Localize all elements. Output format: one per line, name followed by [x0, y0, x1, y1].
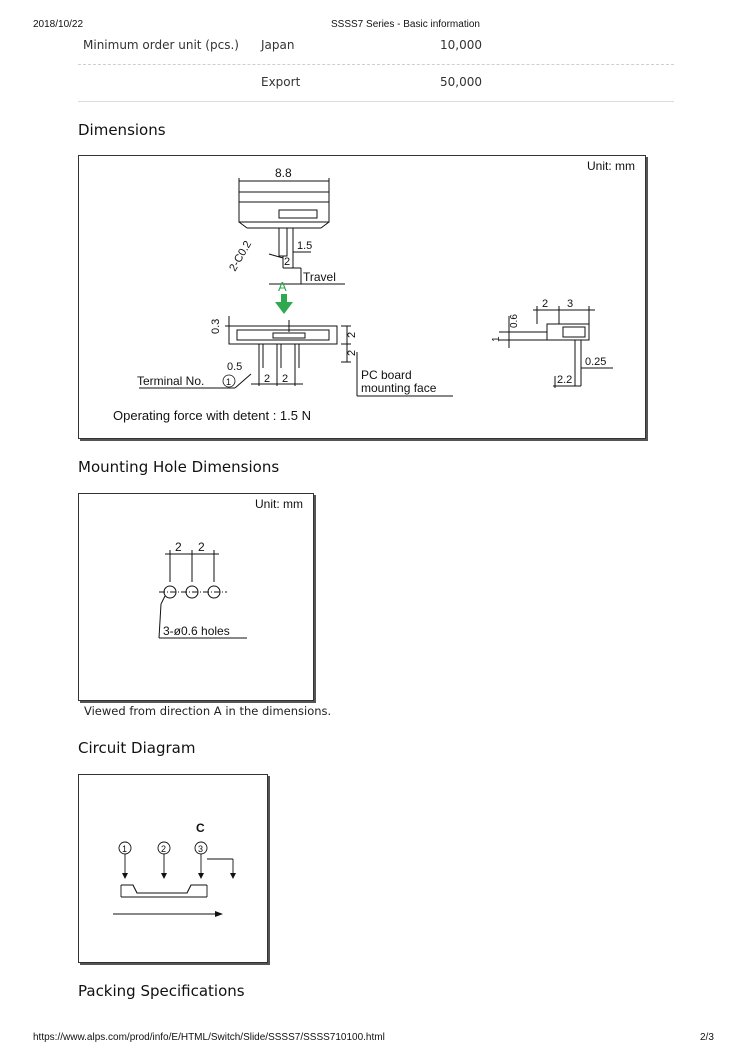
view-arrow-label: A: [278, 279, 287, 294]
pc-board-line1: PC board: [361, 368, 412, 382]
order-region: Export: [261, 75, 301, 89]
side-2: 2: [542, 298, 548, 310]
unit-label: Unit: mm: [255, 497, 303, 511]
pitch-2: 2: [282, 373, 288, 385]
mounting-hole-figure: Unit: mm 2 2 3-ø0.6 holes: [78, 493, 314, 701]
view-arrow-icon: [275, 302, 293, 314]
mounting-caption: Viewed from direction A in the dimension…: [84, 704, 332, 718]
hole-3: [207, 585, 221, 599]
slide-direction-arrow-icon: [215, 911, 223, 917]
view-arrow-shaft: [281, 294, 287, 304]
mounting-hole-drawing: Unit: mm 2 2 3-ø0.6 holes: [158, 497, 303, 639]
circuit-drawing: C 1 2 3: [113, 821, 236, 917]
hole-1: [163, 585, 177, 599]
height-2: 2: [346, 350, 358, 356]
terminal-2: 2: [161, 844, 166, 854]
travel-label: Travel: [303, 270, 336, 284]
pitch-1: 2: [264, 373, 270, 385]
order-region: Japan: [261, 38, 295, 52]
dim-chamfer: 2-C0.2: [227, 239, 254, 274]
section-title-circuit: Circuit Diagram: [78, 739, 196, 757]
terminal-number: 1: [226, 377, 231, 387]
order-row-japan: Minimum order unit (pcs.) Japan 10,000: [78, 28, 674, 65]
circuit-figure: C 1 2 3: [78, 774, 268, 963]
pc-board-line2: mounting face: [361, 381, 437, 395]
terminal-3: 3: [198, 844, 203, 854]
operating-force: Operating force with detent : 1.5 N: [113, 408, 311, 423]
side-2-2: 2.2: [557, 374, 572, 386]
height-1: 2: [346, 332, 358, 338]
dim-width: 8.8: [275, 166, 292, 180]
dimensions-figure: A Unit: mm 8.8 2-C0.2 1.5 2 Travel 0.3 0…: [78, 155, 646, 439]
print-date: 2018/10/22: [33, 19, 84, 30]
dim-0-5: 0.5: [227, 361, 242, 373]
section-title-mounting-hole: Mounting Hole Dimensions: [78, 458, 280, 476]
order-quantity: 50,000: [440, 75, 482, 89]
order-quantity: 10,000: [440, 38, 482, 52]
pitch-2: 2: [198, 540, 205, 554]
order-label: Minimum order unit (pcs.): [83, 38, 239, 52]
order-row-export: Export 50,000: [78, 64, 674, 102]
print-url-link[interactable]: https://www.alps.com/prod/info/E/HTML/Sw…: [33, 1032, 385, 1043]
hole-2: [185, 585, 199, 599]
print-title: SSSS7 Series - Basic information: [331, 19, 480, 30]
terminal-1: 1: [122, 844, 127, 854]
dim-1-5: 1.5: [297, 240, 312, 252]
dim-0-3: 0.3: [210, 319, 222, 334]
pitch-1: 2: [175, 540, 182, 554]
terminal-number-circle: [222, 374, 236, 388]
page-number: 2/3: [700, 1032, 714, 1043]
side-3: 3: [567, 298, 573, 310]
side-0-6: 0.6: [509, 314, 520, 328]
top-view-body: [238, 191, 330, 223]
dimensions-drawing: A Unit: mm 8.8 2-C0.2 1.5 2 Travel 0.3 0…: [113, 159, 635, 423]
section-title-dimensions: Dimensions: [78, 121, 166, 139]
contact-label: C: [196, 821, 205, 835]
terminal-label: Terminal No.: [137, 374, 204, 388]
holes-label: 3-ø0.6 holes: [163, 624, 230, 638]
unit-label: Unit: mm: [587, 159, 635, 173]
side-0-25: 0.25: [585, 356, 606, 368]
section-title-packing: Packing Specifications: [78, 982, 245, 1000]
side-1: 1: [491, 336, 502, 342]
dim-travel-value: 2: [284, 256, 290, 268]
